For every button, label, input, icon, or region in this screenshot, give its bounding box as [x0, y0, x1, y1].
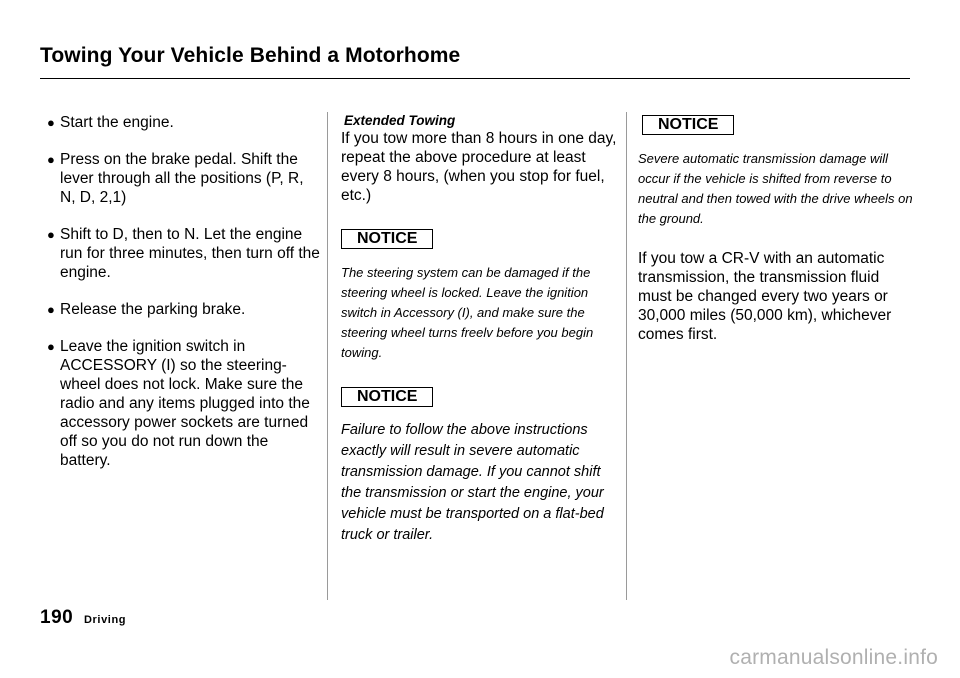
notice-3: NOTICE	[642, 115, 913, 135]
notice-2-text: Failure to follow the above instructions…	[341, 422, 604, 543]
step-text: Shift to D, then to N. Let the engine ru…	[60, 226, 320, 281]
step-text: Press on the brake pedal. Shift the leve…	[60, 151, 304, 206]
column-divider-1	[327, 112, 328, 600]
step-item: ● Leave the ignition switch in ACCESSORY …	[46, 337, 322, 470]
step-text: Start the engine.	[60, 114, 174, 131]
extended-towing-heading: Extended Towing	[344, 113, 456, 128]
notice-label: NOTICE	[341, 229, 434, 249]
notice-label: NOTICE	[642, 115, 735, 135]
step-text: Release the parking brake.	[60, 301, 246, 318]
page-number: 190	[40, 607, 74, 628]
notice-2: NOTICE	[341, 387, 621, 407]
step-item: ● Start the engine.	[46, 113, 322, 132]
notice-1: NOTICE	[341, 229, 621, 249]
watermark: carmanualsonline.info	[729, 646, 938, 669]
bullet-icon: ●	[47, 152, 55, 167]
bullet-icon: ●	[47, 302, 55, 317]
steps-list: ● Start the engine. ● Press on the brake p…	[46, 113, 322, 470]
step-text: Leave the ignition switch in ACCESSORY (…	[60, 338, 310, 469]
extended-towing-text: If you tow more than 8 hours in one day,…	[341, 130, 617, 204]
bullet-icon: ●	[47, 339, 55, 354]
notice-1-text: The steering system can be damaged if th…	[341, 265, 594, 360]
column-divider-2	[626, 112, 627, 600]
fluid-change-text: If you tow a CR-V with an automatic tran…	[638, 250, 892, 343]
bullet-icon: ●	[47, 115, 55, 130]
step-item: ● Release the parking brake.	[46, 300, 322, 319]
extended-towing-column: Extended Towing If you tow more than 8 h…	[341, 113, 621, 546]
step-item: ● Press on the brake pedal. Shift the lev…	[46, 150, 322, 207]
notice-3-text: Severe automatic transmission damage wil…	[638, 151, 913, 226]
page-title: Towing Your Vehicle Behind a Motorhome	[40, 44, 461, 67]
notice-label: NOTICE	[341, 387, 434, 407]
steps-column: ● Start the engine. ● Press on the brake p…	[46, 113, 322, 488]
bullet-icon: ●	[47, 227, 55, 242]
title-divider	[40, 78, 910, 79]
transmission-column: NOTICE Severe automatic transmission dam…	[638, 115, 913, 344]
section-name: Driving	[84, 614, 127, 626]
step-item: ● Shift to D, then to N. Let the engine r…	[46, 225, 322, 282]
